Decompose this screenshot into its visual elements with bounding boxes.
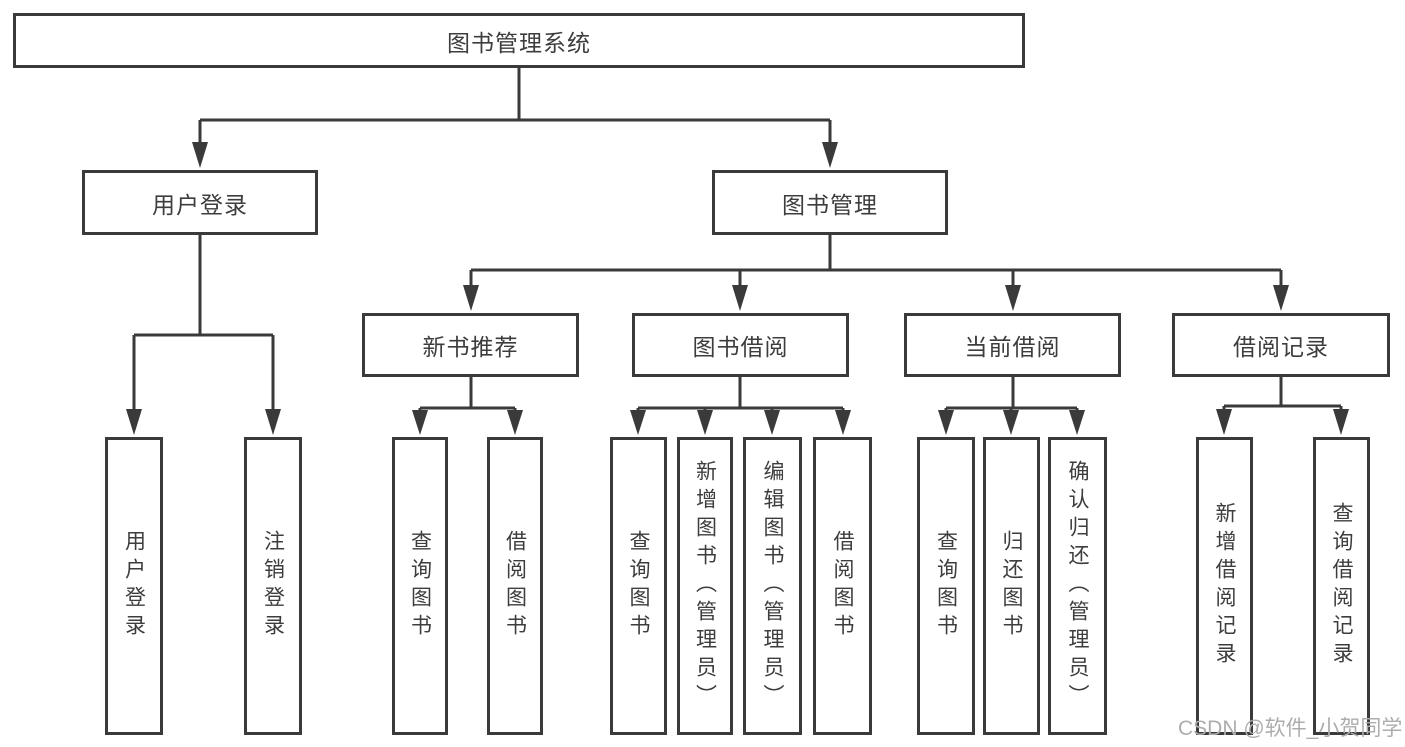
- node-label: 图书管理: [782, 191, 878, 218]
- leaf-label: 新增借阅记录: [1213, 502, 1236, 670]
- connector-records-children: [1216, 377, 1349, 435]
- leaf-user-login: 用户登录: [105, 437, 163, 735]
- connector-book-management-children: [463, 235, 1289, 311]
- leaf-label: 注销登录: [261, 530, 285, 642]
- node-user-login: 用户登录: [82, 170, 318, 235]
- leaf-label: 查询图书: [408, 530, 432, 642]
- connector-user-login-children: [126, 235, 281, 435]
- csdn-watermark: CSDN @软件_小贺同学: [1178, 717, 1403, 740]
- node-current-borrowing: 当前借阅: [904, 313, 1121, 377]
- leaf-records-query-borrow-record: 查询借阅记录: [1313, 437, 1370, 735]
- leaf-borrowing-add-book-admin: 新增图书（管理员）: [677, 437, 733, 735]
- leaf-label: 查询图书: [934, 530, 958, 642]
- node-label: 用户登录: [152, 191, 248, 218]
- leaf-recommend-query-book: 查询图书: [392, 437, 448, 735]
- node-book-management: 图书管理: [712, 170, 948, 235]
- node-borrowing-records: 借阅记录: [1172, 313, 1390, 377]
- leaf-label: 新增图书（管理员）: [693, 460, 717, 712]
- leaf-current-return-book: 归还图书: [983, 437, 1040, 735]
- leaf-records-add-borrow-record: 新增借阅记录: [1196, 437, 1253, 735]
- node-new-book-recommendation: 新书推荐: [362, 313, 579, 377]
- connector-new-book-children: [412, 377, 523, 435]
- node-label: 借阅记录: [1233, 334, 1329, 360]
- leaf-recommend-borrow-book: 借阅图书: [487, 437, 543, 735]
- node-label: 当前借阅: [964, 334, 1061, 360]
- leaf-borrowing-borrow-book: 借阅图书: [813, 437, 872, 735]
- leaf-borrowing-query-book: 查询图书: [610, 437, 667, 735]
- leaf-label: 查询图书: [627, 530, 650, 642]
- leaf-label: 借阅图书: [503, 530, 527, 642]
- node-label: 图书借阅: [692, 334, 789, 360]
- leaf-borrowing-edit-book-admin: 编辑图书（管理员）: [743, 437, 802, 735]
- leaf-label: 归还图书: [1000, 530, 1023, 642]
- node-book-borrowing: 图书借阅: [632, 313, 849, 377]
- leaf-label: 用户登录: [122, 530, 146, 642]
- leaf-logout-login: 注销登录: [244, 437, 302, 735]
- connector-borrowing-children: [630, 377, 851, 435]
- leaf-label: 查询借阅记录: [1330, 502, 1353, 670]
- connector-current-borrow-children: [938, 377, 1085, 435]
- leaf-current-query-book: 查询图书: [917, 437, 975, 735]
- leaf-label: 借阅图书: [831, 530, 854, 642]
- node-library-management-system: 图书管理系统: [13, 13, 1025, 68]
- node-label: 新书推荐: [422, 334, 519, 360]
- node-label: 图书管理系统: [447, 29, 591, 56]
- connector-root-to-level1: [192, 68, 838, 168]
- leaf-label: 编辑图书（管理员）: [761, 460, 784, 712]
- leaf-current-confirm-return-admin: 确认归还（管理员）: [1048, 437, 1107, 735]
- leaf-label: 确认归还（管理员）: [1066, 460, 1089, 712]
